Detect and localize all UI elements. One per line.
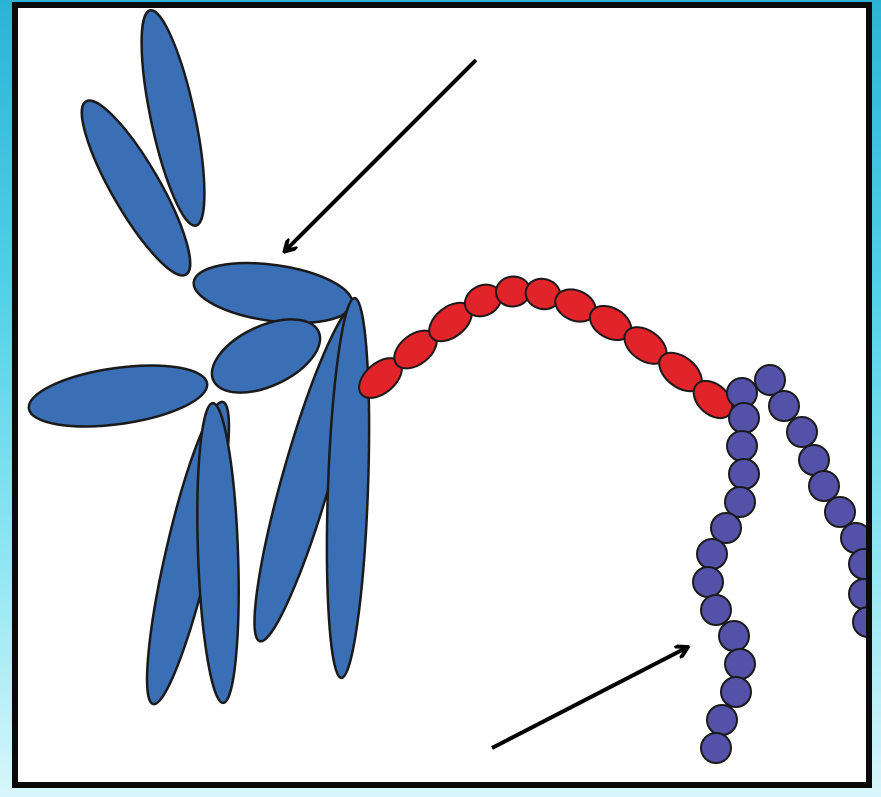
bead xyxy=(707,705,737,735)
branch-lower-b xyxy=(193,402,243,703)
arrow-bottom xyxy=(492,648,686,748)
bead xyxy=(693,567,723,597)
bead xyxy=(697,539,727,569)
linear-chain xyxy=(352,275,740,426)
arrow-top xyxy=(286,60,476,250)
bead xyxy=(787,417,817,447)
bead xyxy=(825,497,855,527)
polymer-diagram xyxy=(18,8,866,782)
branching-chain xyxy=(25,8,379,709)
branch-left-horizontal xyxy=(25,356,211,437)
bead xyxy=(729,459,759,489)
bead xyxy=(725,649,755,679)
bead xyxy=(721,677,751,707)
bead xyxy=(729,403,759,433)
bead xyxy=(809,471,839,501)
bead-chain xyxy=(693,365,866,763)
bead xyxy=(769,391,799,421)
bead xyxy=(701,733,731,763)
bead xyxy=(849,579,866,609)
bead xyxy=(719,621,749,651)
branch-hub-upper xyxy=(190,254,356,332)
bead xyxy=(853,607,866,637)
bead xyxy=(727,431,757,461)
bead xyxy=(849,549,866,579)
bead xyxy=(701,595,731,625)
diagram-frame xyxy=(12,2,872,788)
